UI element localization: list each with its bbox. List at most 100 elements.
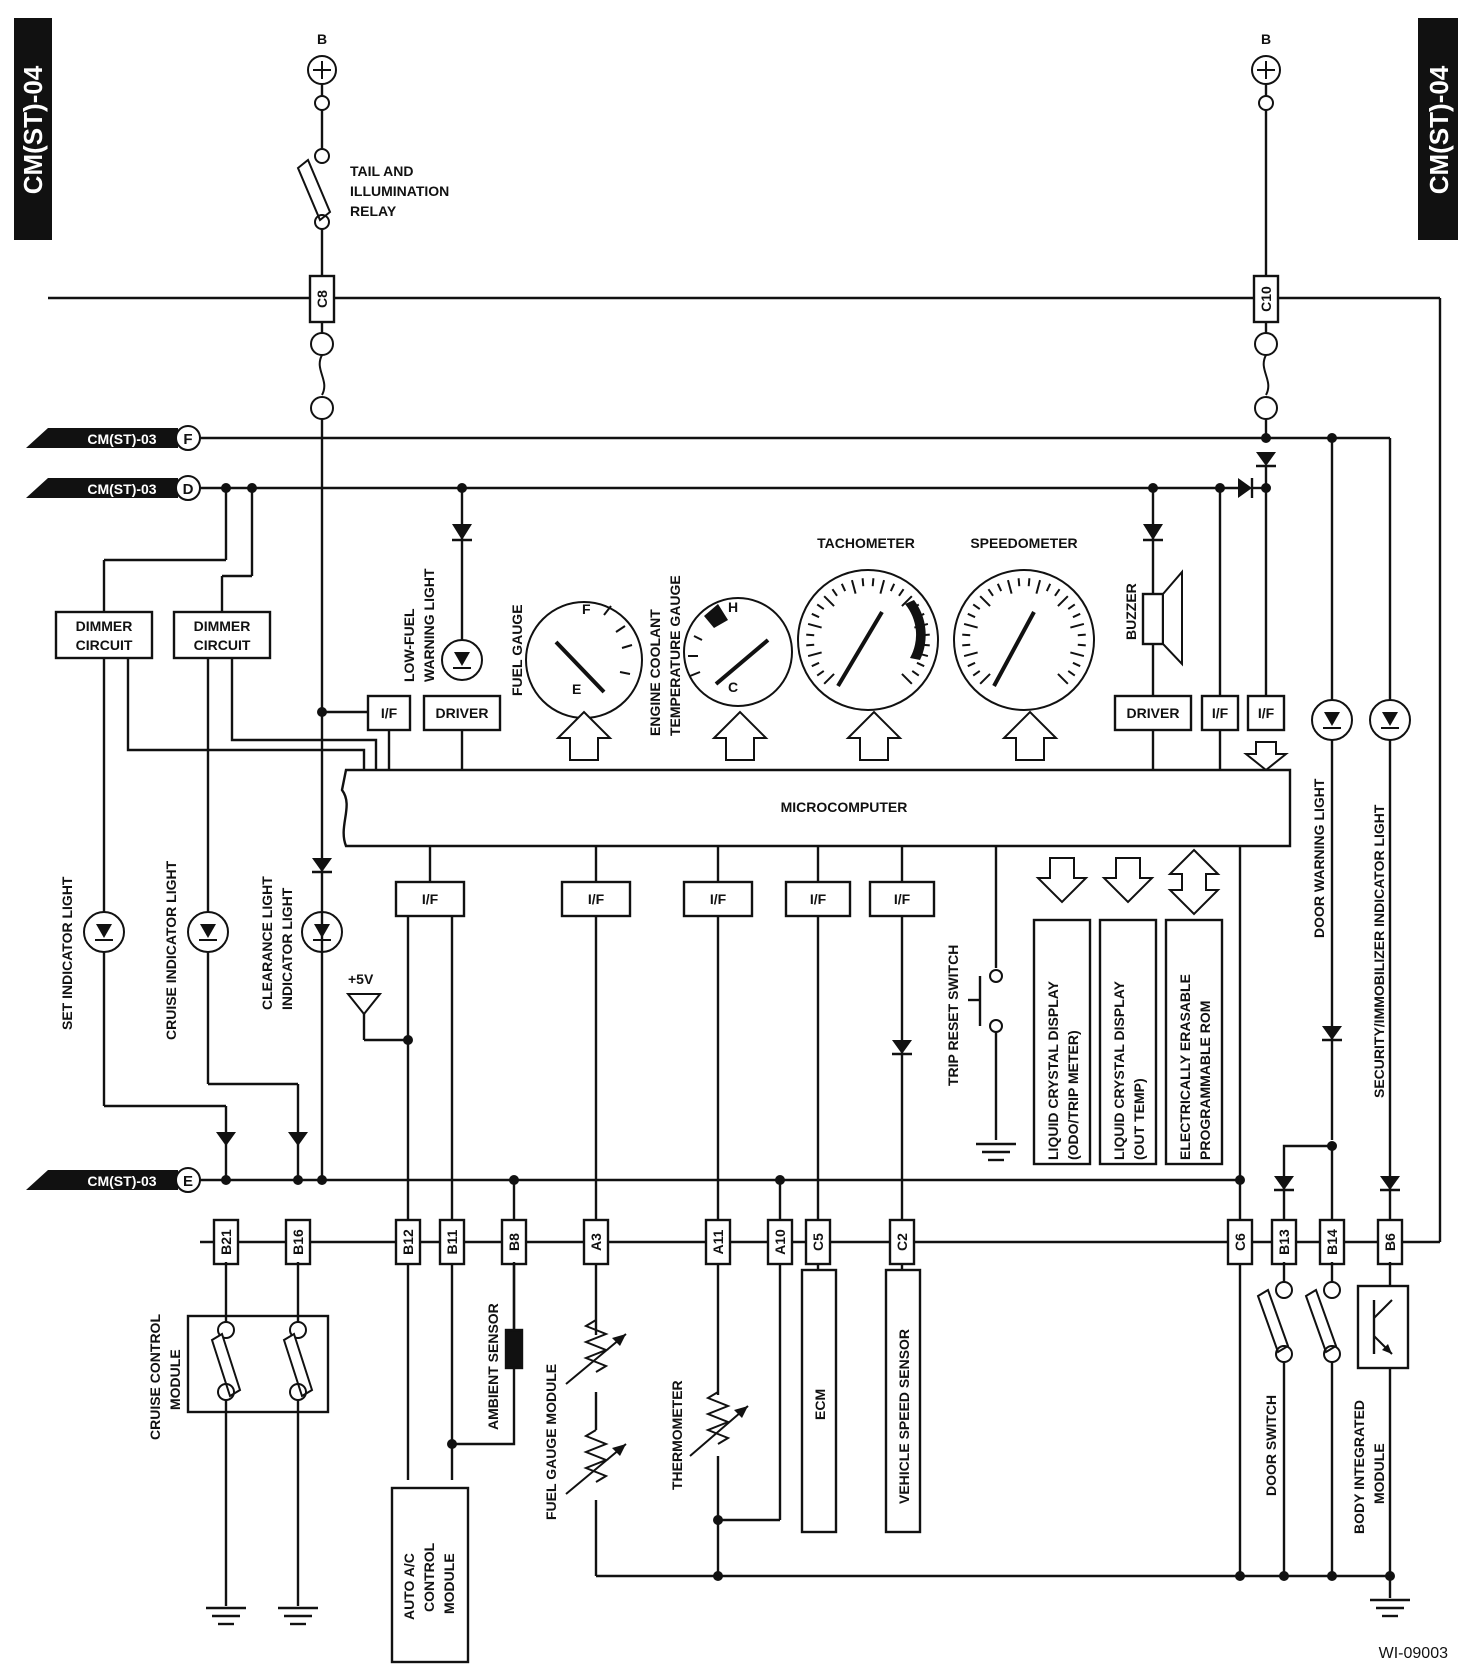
- coolant-c: C: [728, 679, 738, 695]
- dial-tick: [1070, 622, 1085, 629]
- dial-tick: [823, 673, 835, 685]
- coolant-h: H: [728, 599, 738, 615]
- off-page-f: CM(ST)-03 F: [26, 425, 201, 451]
- fuel-gauge-e: E: [572, 681, 581, 697]
- lcd-odo-label-2: (ODO/TRIP METER): [1065, 1030, 1081, 1160]
- pin-label: B13: [1276, 1229, 1292, 1255]
- dial-tick: [911, 670, 920, 677]
- pin-label: C6: [1232, 1233, 1248, 1251]
- driver-low-fuel-label: DRIVER: [436, 705, 489, 721]
- dial-tick: [1017, 578, 1021, 587]
- cruise-indicator-light: CRUISE INDICATOR LIGHT: [163, 860, 229, 1040]
- dial-tick: [987, 588, 994, 597]
- pin-label: B14: [1324, 1229, 1340, 1255]
- ground-cruise-2: [278, 1606, 318, 1626]
- door-switch: DOOR SWITCH: [1256, 1281, 1341, 1496]
- dial-tick: [1070, 651, 1085, 658]
- buzzer: BUZZER: [1123, 569, 1183, 667]
- figure-id: WI-09003: [1379, 1645, 1448, 1662]
- if-lower-ecm-label: I/F: [810, 891, 827, 907]
- page-ref-left: CM(ST)-04: [14, 18, 52, 240]
- dial-tick: [807, 651, 822, 658]
- low-fuel-label-1: LOW-FUEL: [401, 608, 417, 682]
- pin-b14: B14: [1318, 1218, 1346, 1266]
- eeprom-label-2: PROGRAMMABLE ROM: [1197, 1001, 1213, 1160]
- coolant-label-2: TEMPERATURE GAUGE: [667, 575, 683, 736]
- dial-tick: [921, 633, 930, 637]
- pin-label: B12: [400, 1229, 416, 1255]
- dial-tick: [979, 595, 991, 607]
- battery-left-label: B: [317, 31, 327, 47]
- dial-tick: [972, 670, 981, 677]
- door-warning-light-label: DOOR WARNING LIGHT: [1311, 778, 1327, 938]
- dial-tick: [1035, 579, 1042, 594]
- fuel-module-label: FUEL GAUGE MODULE: [543, 1364, 559, 1520]
- dial-tick: [871, 578, 875, 587]
- security-immobilizer-light: SECURITY/IMMOBILIZER INDICATOR LIGHT: [1369, 699, 1411, 1098]
- dimmer1-line1: DIMMER: [76, 618, 133, 634]
- battery-right: B: [1251, 31, 1281, 111]
- page-ref-right-text: CM(ST)-04: [1424, 65, 1454, 194]
- eeprom: ELECTRICALLY ERASABLE PROGRAMMABLE ROM: [1164, 848, 1224, 1166]
- battery-left: B: [307, 31, 337, 111]
- tachometer-ticks: [806, 578, 930, 685]
- ecm-label: ECM: [812, 1389, 828, 1420]
- dial-tick: [806, 633, 815, 637]
- dial-tick: [811, 612, 820, 619]
- lcd-odo: LIQUID CRYSTAL DISPLAY (ODO/TRIP METER): [1032, 857, 1092, 1166]
- cruise-indicator-light-label: CRUISE INDICATOR LIGHT: [163, 860, 179, 1040]
- ambient-sensor-label: AMBIENT SENSOR: [485, 1303, 501, 1430]
- relay-label-3: RELAY: [350, 203, 397, 219]
- pin-label: B21: [218, 1229, 234, 1255]
- cruise-module-label-2: MODULE: [167, 1349, 183, 1410]
- if-lower-fuel-label: I/F: [588, 891, 605, 907]
- pin-label: B6: [1382, 1233, 1398, 1251]
- pin-a3: A3: [582, 1218, 610, 1266]
- page-ref-left-text: CM(ST)-04: [18, 65, 48, 194]
- dial-tick: [816, 603, 825, 610]
- dial-tick: [1067, 603, 1076, 610]
- pin-b11: B11: [438, 1218, 466, 1266]
- tachometer: TACHOMETER: [797, 535, 939, 711]
- relay-label-2: ILLUMINATION: [350, 183, 449, 199]
- pin-label: A11: [710, 1229, 726, 1254]
- dial-tick: [823, 595, 835, 607]
- dial-tick: [861, 578, 865, 587]
- off-page-e-letter: E: [183, 1173, 193, 1190]
- dimmer2-line2: CIRCUIT: [194, 637, 251, 653]
- dial-tick: [898, 588, 905, 597]
- trip-reset-label: TRIP RESET SWITCH: [945, 945, 961, 1086]
- if-lower-thermo-label: I/F: [710, 891, 727, 907]
- dial-tick: [979, 673, 991, 685]
- pin-a10: A10: [766, 1218, 794, 1266]
- pin-b13: B13: [1270, 1218, 1298, 1266]
- if-lower-ac: I/F: [394, 846, 466, 918]
- off-page-d: CM(ST)-03 D: [26, 475, 201, 501]
- if-lower-vss-label: I/F: [894, 891, 911, 907]
- ac-module-label-2: CONTROL: [421, 1542, 437, 1612]
- bim-label-2: MODULE: [1371, 1443, 1387, 1504]
- lcd-odo-label-1: LIQUID CRYSTAL DISPLAY: [1045, 980, 1061, 1160]
- pin-label: A10: [772, 1229, 788, 1255]
- dial-tick: [996, 583, 1003, 592]
- dial-tick: [831, 588, 838, 597]
- dial-tick: [807, 622, 822, 629]
- dial-tick: [962, 633, 971, 637]
- trip-reset-switch[interactable]: TRIP RESET SWITCH: [945, 846, 1016, 1162]
- if-clearance-label: I/F: [381, 705, 398, 721]
- ac-module-label-1: AUTO A/C: [401, 1553, 417, 1620]
- off-page-e-label: CM(ST)-03: [87, 1173, 156, 1189]
- cruise-module-label-1: CRUISE CONTROL: [147, 1314, 163, 1440]
- dial-tick: [889, 583, 896, 592]
- fuel-gauge-module: FUEL GAUGE MODULE: [543, 1319, 627, 1520]
- off-page-e: CM(ST)-03 E: [26, 1167, 201, 1193]
- if-upper-2-label: I/F: [1258, 705, 1275, 721]
- connector-c8-label: C8: [314, 290, 330, 308]
- driver-buzzer: DRIVER: [1113, 694, 1193, 732]
- fuel-gauge: FUEL GAUGE F E: [509, 601, 643, 719]
- lcd-temp: LIQUID CRYSTAL DISPLAY (OUT TEMP): [1098, 857, 1158, 1166]
- plus-5v-supply: +5V: [345, 971, 413, 1045]
- dial-tick: [816, 670, 825, 677]
